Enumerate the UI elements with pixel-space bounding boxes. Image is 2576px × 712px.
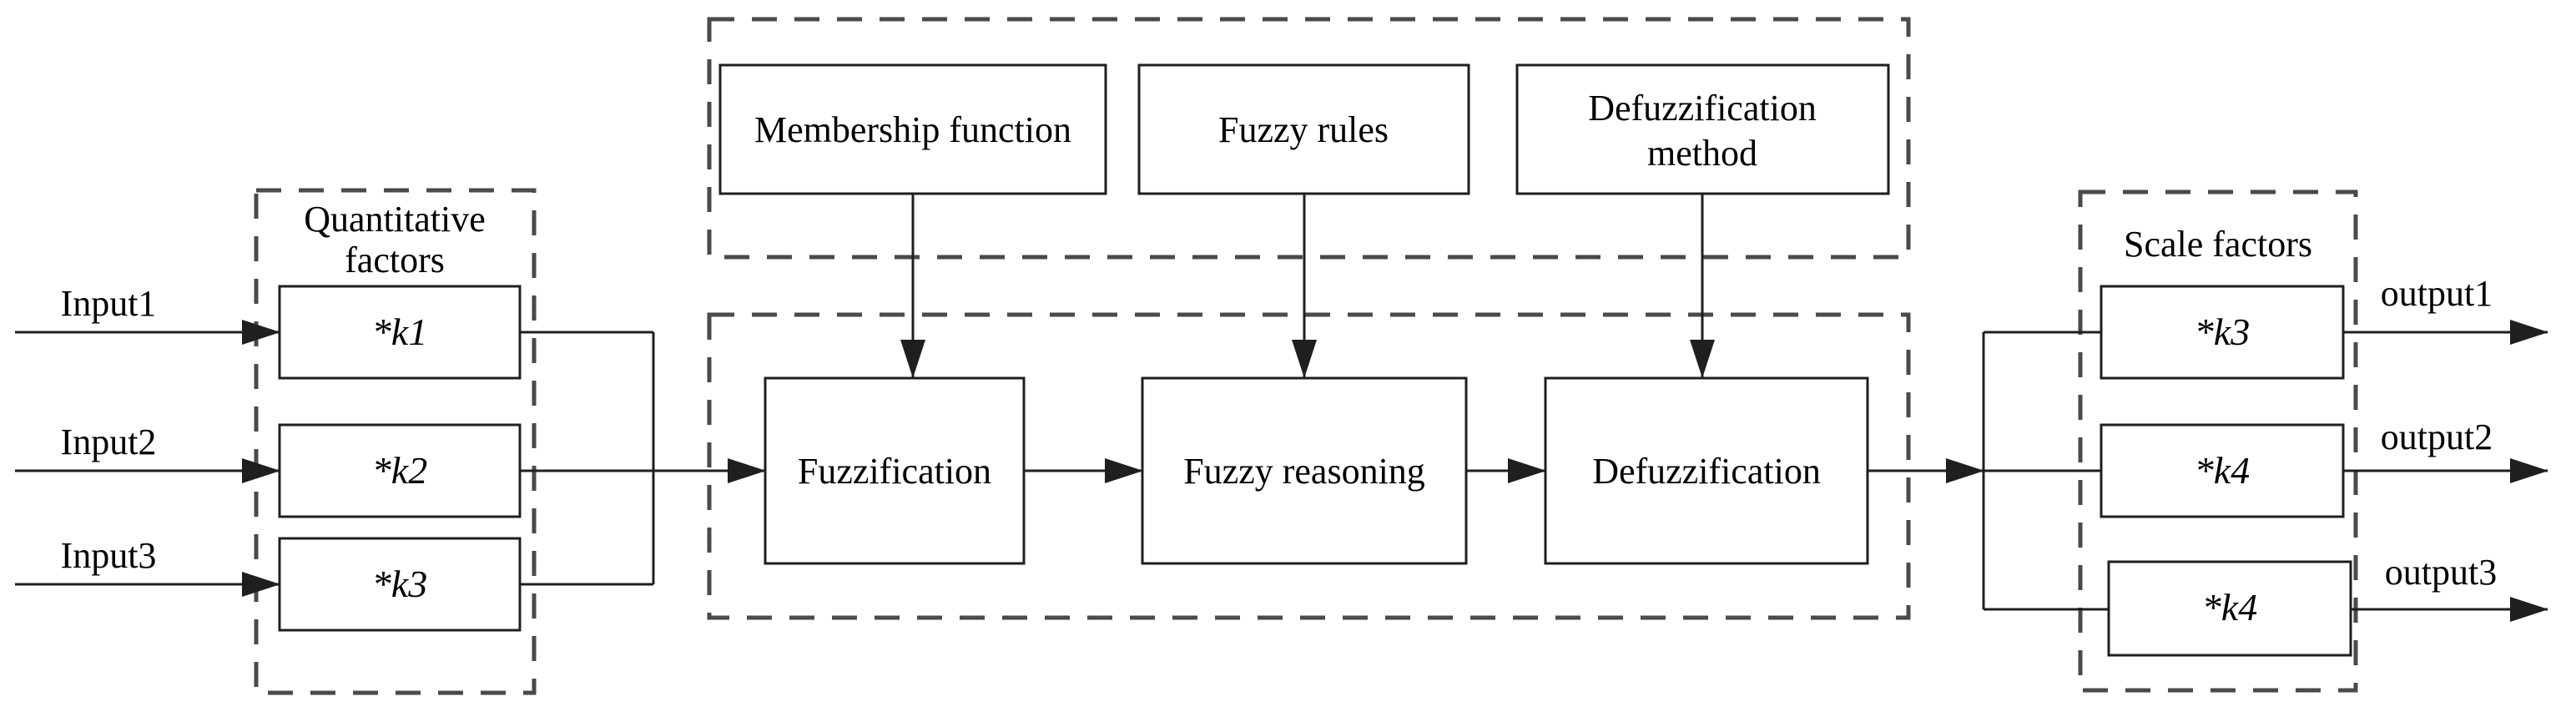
fuzzy-rules-label: Fuzzy rules	[1218, 109, 1389, 150]
scale-k3-box	[2100, 285, 2345, 380]
input1-label: Input1	[61, 283, 157, 324]
defuzzification-method-box	[1515, 63, 1890, 195]
k1-box	[278, 285, 522, 380]
k2-box	[278, 423, 522, 518]
scale-k4a-box	[2100, 423, 2345, 518]
inference-frame	[707, 312, 1911, 620]
output3-label: output3	[2385, 552, 2497, 593]
fuzzification-box	[764, 376, 1026, 565]
defuzzification-box	[1544, 376, 1869, 565]
k2-label: *k2	[372, 449, 427, 492]
quantitative-title-line1: Quantitative	[304, 199, 486, 240]
defuzzification-method-label-line2: method	[1647, 133, 1757, 174]
quantitative-title-line2: factors	[345, 240, 445, 280]
fuzzy-rules-box	[1137, 63, 1470, 195]
knowledge-base-frame	[707, 17, 1911, 260]
scale-k3-label: *k3	[2195, 311, 2250, 353]
fuzzification-label: Fuzzification	[798, 451, 991, 492]
k3-label: *k3	[372, 563, 427, 605]
defuzzification-method-label-line1: Defuzzification	[1588, 88, 1817, 129]
k3-box	[278, 537, 522, 632]
fuzzy-reasoning-box	[1141, 376, 1468, 565]
quantitative-factors-frame	[254, 188, 537, 695]
scale-k4a-label: *k4	[2195, 449, 2250, 492]
input2-label: Input2	[61, 422, 157, 462]
output2-label: output2	[2381, 417, 2493, 457]
scale-k4b-box	[2107, 560, 2352, 657]
membership-function-box	[718, 63, 1107, 195]
scale-factors-frame	[2078, 189, 2358, 693]
scale-k4b-label: *k4	[2202, 586, 2257, 629]
k1-label: *k1	[372, 311, 427, 353]
output1-label: output1	[2381, 273, 2493, 314]
scale-factors-title: Scale factors	[2124, 224, 2312, 265]
membership-function-label: Membership function	[754, 109, 1071, 150]
fuzzy-reasoning-label: Fuzzy reasoning	[1183, 451, 1425, 492]
input3-label: Input3	[61, 535, 157, 576]
defuzzification-label: Defuzzification	[1592, 451, 1821, 492]
